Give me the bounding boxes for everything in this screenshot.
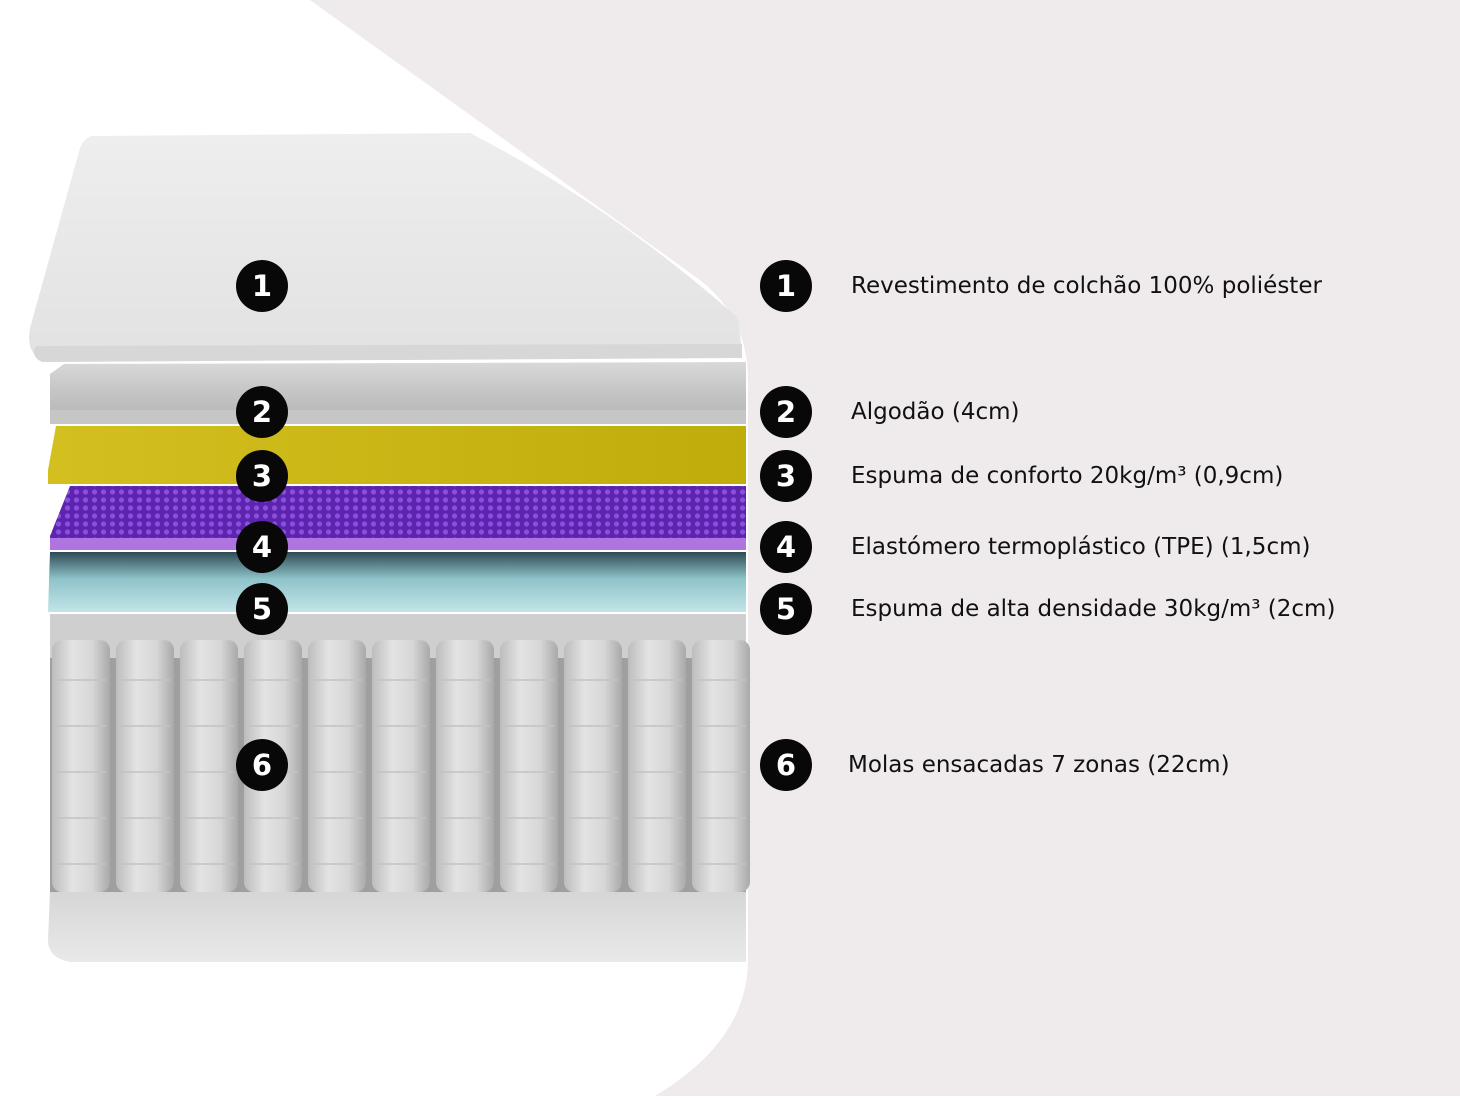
tpe-layer xyxy=(50,486,746,550)
layer-marker-legend: 5 xyxy=(760,583,812,635)
layer-marker-legend: 3 xyxy=(760,450,812,502)
layer-label: Elastómero termoplástico (TPE) (1,5cm) xyxy=(851,534,1311,560)
comfort-foam-layer xyxy=(48,426,746,484)
layer-label: Espuma de conforto 20kg/m³ (0,9cm) xyxy=(851,463,1284,489)
spring-coil xyxy=(308,640,366,892)
layer-label: Espuma de alta densidade 30kg/m³ (2cm) xyxy=(851,596,1336,622)
cover-layer xyxy=(29,133,743,358)
layer-marker-legend: 1 xyxy=(760,260,812,312)
spring-coil xyxy=(436,640,494,892)
spring-coil xyxy=(372,640,430,892)
base-layer xyxy=(48,892,746,962)
background-panel xyxy=(310,0,1460,1096)
layer-marker-diagram: 6 xyxy=(236,739,288,791)
spring-coil xyxy=(116,640,174,892)
spring-coil xyxy=(628,640,686,892)
layer-marker-legend: 4 xyxy=(760,521,812,573)
layer-marker-diagram: 2 xyxy=(236,386,288,438)
layer-marker-diagram: 1 xyxy=(236,260,288,312)
layer-label: Molas ensacadas 7 zonas (22cm) xyxy=(848,752,1230,778)
high-density-foam-layer xyxy=(48,552,746,612)
layer-marker-diagram: 5 xyxy=(236,583,288,635)
layer-marker-legend: 2 xyxy=(760,386,812,438)
spring-coil xyxy=(692,640,750,892)
spring-coil xyxy=(564,640,622,892)
spring-coil xyxy=(52,640,110,892)
layer-label: Revestimento de colchão 100% poliéster xyxy=(851,273,1322,299)
spring-coil xyxy=(180,640,238,892)
layer-label: Algodão (4cm) xyxy=(851,399,1020,425)
layer-marker-diagram: 3 xyxy=(236,450,288,502)
spring-coil xyxy=(500,640,558,892)
pocket-springs-layer xyxy=(50,614,750,894)
layer-marker-diagram: 4 xyxy=(236,521,288,573)
cotton-layer xyxy=(50,362,746,424)
layer-marker-legend: 6 xyxy=(760,739,812,791)
